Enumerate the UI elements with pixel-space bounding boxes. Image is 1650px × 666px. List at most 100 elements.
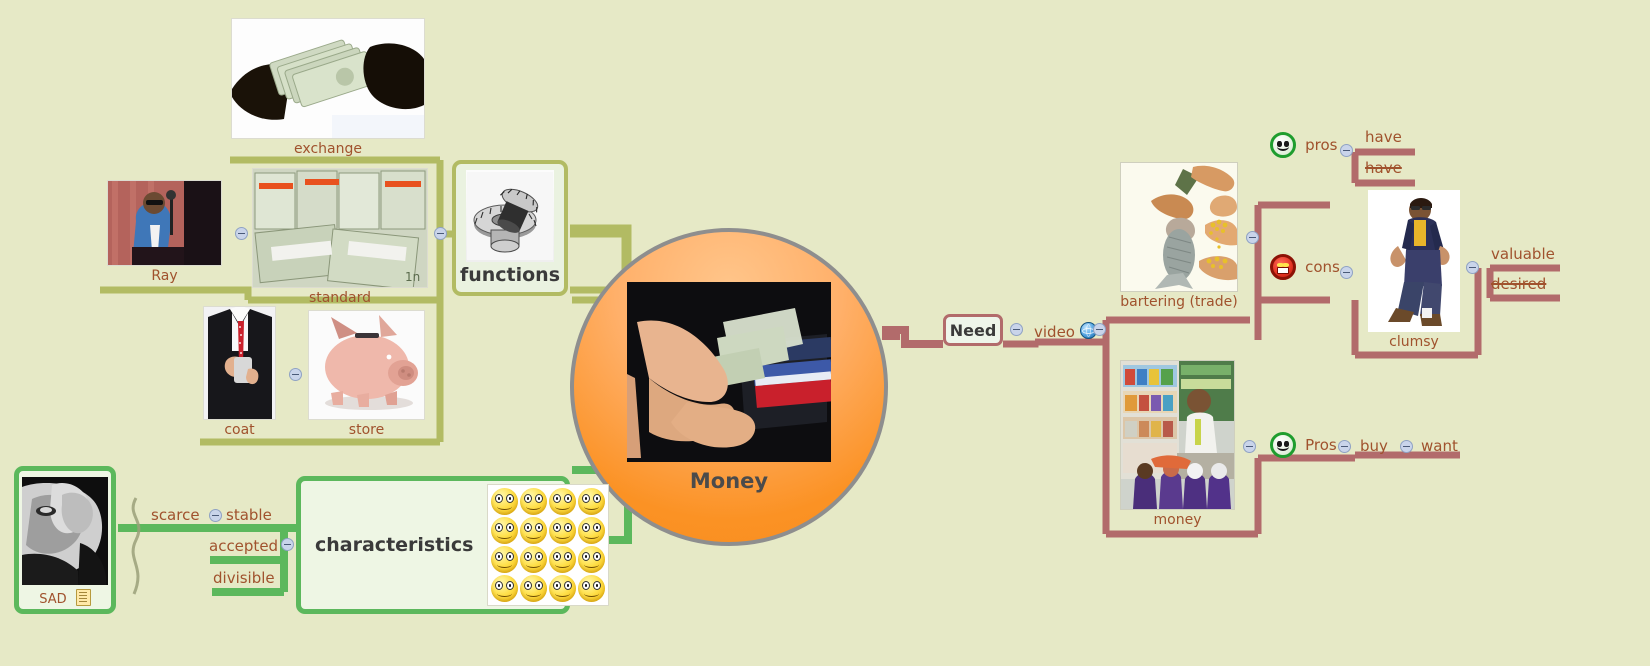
node-pros-money[interactable]: Pros (1270, 432, 1337, 458)
smiley-icon (491, 575, 519, 602)
smiley-icon (549, 575, 577, 602)
svg-text:1n: 1n (405, 270, 420, 284)
node-money-shop[interactable]: money (1120, 360, 1235, 528)
money-wallet-illustration (627, 281, 831, 462)
node-need[interactable]: Need (943, 314, 1003, 346)
store-image (308, 310, 425, 420)
node-sad[interactable]: SAD (14, 466, 116, 614)
node-label-have-2[interactable]: have (1365, 159, 1402, 177)
ray-charles-illustration (108, 181, 221, 265)
node-store[interactable]: store (308, 310, 425, 438)
coat-image (203, 306, 276, 420)
smiley-face-green-icon (1270, 432, 1296, 458)
smiley-icon (520, 575, 548, 602)
node-label-accepted[interactable]: accepted (209, 537, 279, 555)
sad-image (22, 477, 108, 585)
node-characteristics[interactable]: characteristics (296, 476, 610, 614)
root-image (627, 281, 831, 462)
smiley-icon (520, 517, 548, 544)
node-label-valuable[interactable]: valuable (1491, 245, 1555, 263)
node-video[interactable]: video (1034, 322, 1098, 341)
sad-man-photo-illustration (22, 477, 108, 585)
collapse-toggle-bartering[interactable] (1246, 231, 1259, 244)
node-ray[interactable]: Ray (107, 180, 222, 284)
node-label-ray: Ray (151, 268, 178, 284)
collapse-toggle-clumsy[interactable] (1466, 261, 1479, 274)
smiley-icon (549, 517, 577, 544)
node-label-standard: standard (308, 290, 372, 306)
node-label-coat: coat (224, 422, 255, 438)
node-standard[interactable]: 1n standard (252, 168, 428, 306)
node-functions[interactable]: functions (452, 160, 568, 296)
node-pros-bartering[interactable]: pros (1270, 132, 1337, 158)
node-label-pros: pros (1305, 135, 1338, 154)
smiley-icon (491, 488, 519, 515)
node-label-have-1[interactable]: have (1365, 128, 1402, 146)
node-label-need: Need (949, 320, 997, 340)
collapse-toggle-standard[interactable] (235, 227, 248, 240)
node-label-bartering: bartering (trade) (1120, 294, 1238, 310)
note-icon[interactable] (75, 589, 91, 606)
node-label-characteristics: characteristics (315, 534, 474, 556)
node-label-cons: cons (1305, 257, 1340, 276)
bartering-image (1120, 162, 1238, 292)
collapse-toggle-cons[interactable] (1340, 266, 1353, 279)
barter-trade-illustration (1121, 163, 1237, 291)
collapse-toggle-need[interactable] (1010, 323, 1023, 336)
node-label-desired[interactable]: desired (1491, 275, 1547, 293)
node-label-functions: functions (459, 264, 561, 286)
characteristics-image (487, 484, 610, 606)
cash-stacks-illustration: 1n (253, 169, 427, 287)
collapse-toggle-money-shop[interactable] (1243, 440, 1256, 453)
smiley-icon (520, 546, 548, 573)
money-shop-image (1120, 360, 1235, 510)
suited-man-coins-illustration (204, 307, 275, 419)
root-node-money[interactable]: Money (570, 228, 888, 546)
smiley-face-green-icon (1270, 132, 1296, 158)
node-label-divisible[interactable]: divisible (213, 569, 275, 587)
collapse-toggle-stable[interactable] (209, 509, 222, 522)
node-bartering[interactable]: bartering (trade) (1120, 162, 1238, 310)
smiley-icon (491, 517, 519, 544)
node-label-clumsy: clumsy (1389, 334, 1439, 350)
node-label-store: store (348, 422, 385, 438)
smiley-icon (491, 546, 519, 573)
node-label-scarce[interactable]: scarce (151, 506, 200, 524)
root-label: Money (689, 468, 769, 493)
smiley-icon (549, 488, 577, 515)
smiley-icon (578, 546, 606, 573)
collapse-toggle-video[interactable] (1093, 323, 1106, 336)
node-label-exchange: exchange (294, 141, 362, 157)
cash-handoff-illustration (232, 19, 424, 138)
collapse-toggle-pros[interactable] (1340, 144, 1353, 157)
node-exchange[interactable]: exchange (231, 18, 425, 157)
bevel-gears-illustration (467, 172, 553, 260)
angry-face-red-icon (1270, 254, 1296, 280)
smiley-icon (578, 575, 606, 602)
smiley-icon (578, 517, 606, 544)
piggy-bank-illustration (309, 311, 424, 419)
collapse-toggle-functions[interactable] (434, 227, 447, 240)
node-clumsy[interactable]: clumsy (1368, 190, 1460, 350)
clumsy-man-illustration (1368, 190, 1460, 332)
smiley-icon (520, 488, 548, 515)
collapse-toggle-store[interactable] (289, 368, 302, 381)
node-label-money-shop: money (1153, 512, 1202, 528)
node-label-stable[interactable]: stable (226, 506, 272, 524)
ray-image (107, 180, 222, 266)
collapse-toggle-characteristics[interactable] (281, 538, 294, 551)
smiley-icon (578, 488, 606, 515)
node-coat[interactable]: coat (203, 306, 276, 438)
node-label-sad: SAD (39, 592, 67, 607)
smiley-icon (549, 546, 577, 573)
node-cons-bartering[interactable]: cons (1270, 254, 1340, 280)
functions-image (466, 170, 554, 262)
collapse-toggle-pros-money[interactable] (1338, 440, 1351, 453)
node-label-want[interactable]: want (1421, 437, 1458, 455)
collapse-toggle-buy[interactable] (1400, 440, 1413, 453)
node-label-pros-money: Pros (1305, 435, 1337, 454)
standard-image: 1n (252, 168, 428, 288)
node-label-buy[interactable]: buy (1360, 437, 1388, 455)
exchange-image (231, 18, 425, 139)
